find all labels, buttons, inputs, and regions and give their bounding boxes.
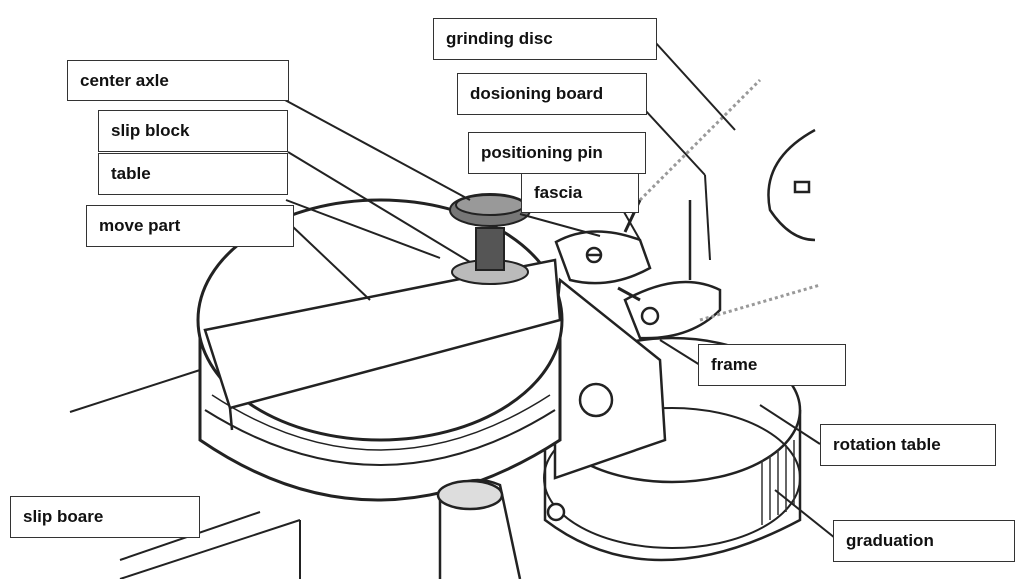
label-slip-boare-text: slip boare <box>23 507 104 526</box>
label-move-part-text: move part <box>99 216 181 235</box>
label-graduation-text: graduation <box>846 531 934 550</box>
label-grinding-disc-text: grinding disc <box>446 29 553 48</box>
label-grinding-disc: grinding disc <box>433 18 657 60</box>
fascia-drawing <box>554 230 652 285</box>
label-rotation-table-text: rotation table <box>833 435 941 454</box>
label-slip-block: slip block <box>98 110 288 152</box>
label-table-text: table <box>111 164 151 183</box>
label-rotation-table: rotation table <box>820 424 996 466</box>
label-dosioning-board: dosioning board <box>457 73 647 115</box>
label-table: table <box>98 153 288 195</box>
label-center-axle: center axle <box>67 60 289 101</box>
label-slip-boare: slip boare <box>10 496 200 538</box>
label-dosioning-board-text: dosioning board <box>470 84 604 103</box>
leader-lines <box>284 41 841 543</box>
handle-drawing <box>436 478 522 579</box>
label-frame-text: frame <box>711 355 758 374</box>
graduation-marks <box>761 440 795 525</box>
label-move-part: move part <box>86 205 294 247</box>
dosioning-board-drawing <box>623 200 722 340</box>
label-positioning-pin: positioning pin <box>468 132 646 174</box>
label-fascia: fascia <box>521 173 639 213</box>
label-center-axle-text: center axle <box>80 70 169 90</box>
label-slip-block-text: slip block <box>111 121 190 140</box>
slip-block-drawing <box>203 258 562 431</box>
label-positioning-pin-text: positioning pin <box>481 143 603 162</box>
grinding-disc-drawing <box>638 78 821 322</box>
label-fascia-text: fascia <box>534 183 583 202</box>
label-frame: frame <box>698 344 846 386</box>
label-graduation: graduation <box>833 520 1015 562</box>
